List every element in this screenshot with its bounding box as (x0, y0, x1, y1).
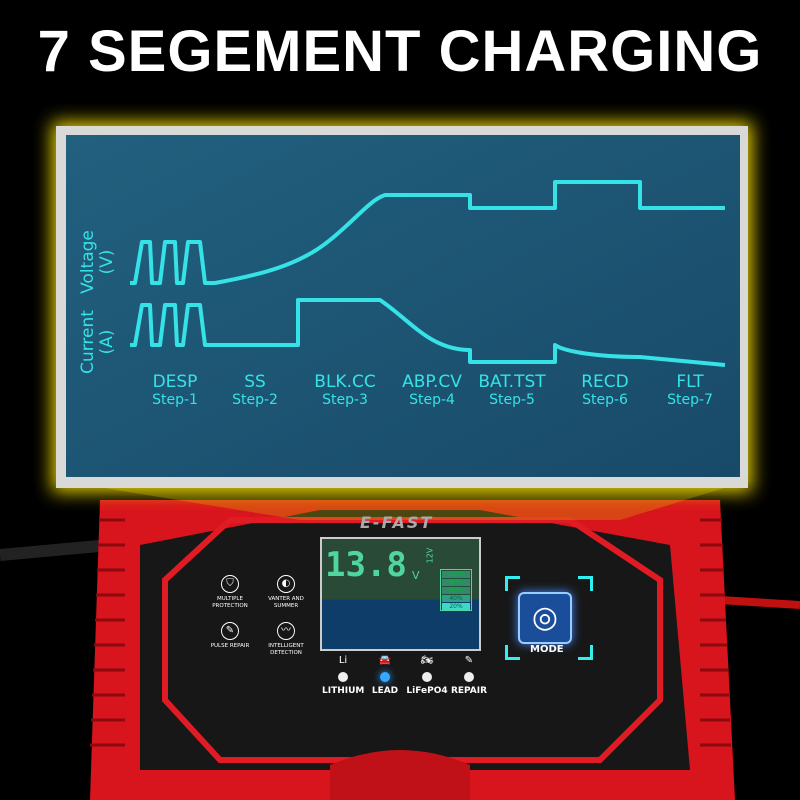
mode-label: LEAD (371, 686, 399, 696)
waveform-icon: 〰 (277, 622, 295, 640)
mode-led (380, 672, 390, 682)
shield-icon: ⛉ (221, 575, 239, 593)
wrench-icon: ✎ (221, 622, 239, 640)
step-name: BAT.TST (478, 372, 546, 392)
voltage-axis-label: Voltage (V) (78, 224, 118, 300)
voltage-unit: V (412, 569, 420, 582)
level-80: 80% (442, 579, 470, 586)
level-20: 20% (442, 603, 470, 610)
current-label-line: Current (78, 310, 98, 374)
mode-led (338, 672, 348, 682)
step-number: Step-5 (489, 392, 535, 408)
mode-label: LiFePO4 (406, 686, 448, 696)
step-name: DESP (152, 372, 198, 392)
feature-item: ✎ PULSE REPAIR (204, 622, 256, 650)
voltage-mode: 12V (425, 547, 435, 564)
diagram-panel (66, 135, 740, 477)
lcd-display: 13.8 V 12V 100% 80% 60% 40% 20% (320, 537, 481, 651)
feature-item: 〰 INTELLIGENT DETECTION (260, 622, 312, 657)
voltage-unit-line: (V) (97, 249, 117, 275)
feature-label: PULSE REPAIR (210, 643, 250, 649)
voltage-readout: 13.8 (325, 545, 407, 585)
fingerprint-icon: ◎ (531, 600, 559, 635)
step-name: ABP.CV (402, 372, 462, 392)
mode-label: REPAIR (450, 686, 488, 696)
current-unit-line: (A) (97, 329, 117, 355)
mode-button[interactable]: ◎ (518, 592, 572, 644)
level-100: 100% (442, 571, 470, 578)
step-number: Step-3 (322, 392, 368, 408)
mode-led (464, 672, 474, 682)
car-icon: 🚘 (378, 655, 392, 666)
level-60: 60% (442, 587, 470, 594)
step-number: Step-6 (582, 392, 628, 408)
mode-led (422, 672, 432, 682)
battery-level-gauge: 100% 80% 60% 40% 20% (440, 569, 472, 611)
step-number: Step-7 (667, 392, 713, 408)
current-curve (130, 298, 726, 367)
motorcycle-icon: 🏍 (420, 655, 434, 666)
wrench-icon: ✎ (464, 655, 474, 666)
step-name: RECD (581, 372, 629, 392)
voltage-label-line: Voltage (78, 230, 98, 294)
feature-label: MULTIPLE PROTECTION (212, 596, 248, 609)
mode-label: LITHIUM (322, 686, 365, 696)
page-title: 7 SEGEMENT CHARGING (37, 19, 763, 84)
brand-logo: E-FAST (360, 513, 434, 532)
half-circle-icon: ◐ (277, 575, 295, 593)
mode-lead: 🚘 LEAD (364, 655, 406, 696)
current-axis-label: Current (A) (78, 304, 118, 380)
step-name: BLK.CC (314, 372, 376, 392)
li-battery-icon: Li (338, 655, 348, 666)
feature-item: ⛉ MULTIPLE PROTECTION (204, 575, 256, 610)
mode-repair: ✎ REPAIR (448, 655, 490, 696)
step-number: Step-4 (409, 392, 455, 408)
step-number: Step-2 (232, 392, 278, 408)
feature-label: VANTER AND SUMMER (268, 596, 304, 609)
step-number: Step-1 (152, 392, 198, 408)
feature-label: INTELLIGENT DETECTION (268, 643, 304, 656)
voltage-curve (130, 180, 725, 285)
mode-lifepo4: 🏍 LiFePO4 (406, 655, 448, 696)
feature-item: ◐ VANTER AND SUMMER (260, 575, 312, 610)
step-name: SS (244, 372, 266, 392)
step-name: FLT (676, 372, 704, 392)
level-40: 40% (442, 595, 470, 602)
mode-button-label: MODE (530, 644, 564, 655)
